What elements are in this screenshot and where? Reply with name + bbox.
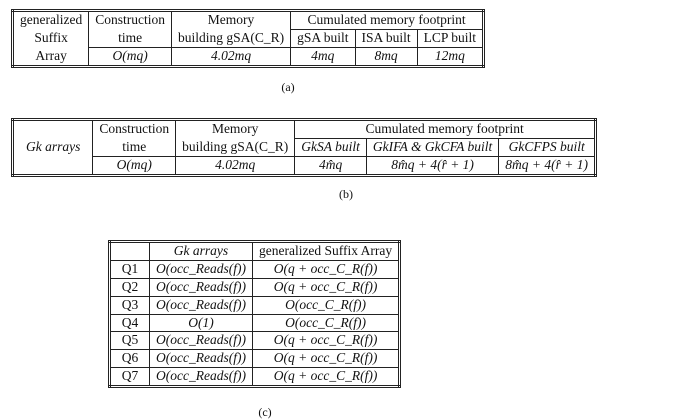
b-value-gksa: 4m̂q <box>294 155 367 176</box>
c-gsa-complexity: O(q + occ_C_R(f)) <box>251 331 401 351</box>
b-sub-gkcfps: GkCFPS built <box>498 137 596 157</box>
c-gk-complexity: O(occ_Reads(f)) <box>149 367 253 387</box>
c-header-empty <box>109 241 150 261</box>
caption-c: (c) <box>258 405 272 419</box>
table-row: Q7 O(occ_Reads(f)) O(q + occ_C_R(f)) <box>109 367 401 387</box>
c-gsa-complexity: O(occ_C_R(f)) <box>251 313 401 333</box>
b-sub-gksa: GkSA built <box>294 137 367 157</box>
a-value-isa: 8mq <box>354 46 418 67</box>
c-query-label: Q2 <box>109 277 150 297</box>
c-gk-complexity: O(1) <box>149 313 253 333</box>
a-value-memory: 4.02mq <box>170 46 292 67</box>
c-header-row: Gk arrays generalized Suffix Array <box>109 241 401 261</box>
c-query-label: Q4 <box>109 313 150 333</box>
c-gsa-complexity: O(q + occ_C_R(f)) <box>251 277 401 297</box>
table-row: Q6 O(occ_Reads(f)) O(q + occ_C_R(f)) <box>109 349 401 369</box>
a-memory-line1: Memory <box>170 10 292 30</box>
b-construction-line2: time <box>92 138 177 157</box>
c-query-label: Q7 <box>109 367 150 387</box>
c-gk-complexity: O(occ_Reads(f)) <box>149 295 253 315</box>
b-sub-gkifa-gkcfa: GkIFA & GkCFA built <box>365 137 500 157</box>
c-gsa-complexity: O(occ_C_R(f)) <box>251 295 401 315</box>
c-gsa-complexity: O(q + occ_C_R(f)) <box>251 349 401 369</box>
table-a: generalized Construction Memory Cumulate… <box>11 9 486 68</box>
c-query-label: Q6 <box>109 349 150 369</box>
c-gk-complexity: O(occ_Reads(f)) <box>149 349 253 369</box>
b-value-gkcfps: 8m̂q + 4(r̂ + 1) <box>498 155 596 176</box>
b-value-gkifa-gkcfa: 8m̂q + 4(r̂ + 1) <box>365 155 500 176</box>
table-row: Q3 O(occ_Reads(f)) O(occ_C_R(f)) <box>109 295 401 315</box>
table-b: Gk arrays Construction Memory Cumulated … <box>11 118 597 177</box>
c-query-label: Q5 <box>109 331 150 351</box>
table-row: Q2 O(occ_Reads(f)) O(q + occ_C_R(f)) <box>109 277 401 297</box>
c-gk-complexity: O(occ_Reads(f)) <box>149 331 253 351</box>
a-construction-line2: time <box>88 29 172 48</box>
a-sub-isa: ISA built <box>354 28 418 48</box>
a-value-construction: O(mq) <box>88 46 172 67</box>
b-head-col1: Gk arrays <box>11 119 94 176</box>
c-query-label: Q3 <box>109 295 150 315</box>
a-construction-line1: Construction <box>88 10 172 30</box>
a-sub-gsa: gSA built <box>290 28 356 48</box>
table-c: Gk arrays generalized Suffix Array Q1 O(… <box>108 240 402 388</box>
b-value-construction: O(mq) <box>92 155 177 176</box>
c-header-gk-arrays: Gk arrays <box>149 241 253 261</box>
caption-a: (a) <box>281 80 295 94</box>
table-row: Q1 O(occ_Reads(f)) O(q + occ_C_R(f)) <box>109 259 401 279</box>
a-head-col1-line1: generalized <box>11 10 90 30</box>
a-cumulated-header: Cumulated memory footprint <box>290 10 485 30</box>
table-row: Q5 O(occ_Reads(f)) O(q + occ_C_R(f)) <box>109 331 401 351</box>
a-memory-line2: building gSA(C_R) <box>170 29 292 48</box>
c-gk-complexity: O(occ_Reads(f)) <box>149 277 253 297</box>
caption-b: (b) <box>339 187 353 201</box>
b-construction-line1: Construction <box>92 119 177 139</box>
a-sub-lcp: LCP built <box>416 28 485 48</box>
c-query-label: Q1 <box>109 259 150 279</box>
b-memory-line1: Memory <box>175 119 296 139</box>
b-value-memory: 4.02mq <box>175 155 296 176</box>
c-header-gsa: generalized Suffix Array <box>251 241 401 261</box>
a-head-col1-line2: Suffix <box>11 29 90 48</box>
table-row: Q4 O(1) O(occ_C_R(f)) <box>109 313 401 333</box>
b-cumulated-header: Cumulated memory footprint <box>294 119 596 139</box>
b-memory-line2: building gSA(C_R) <box>175 138 296 157</box>
a-value-lcp: 12mq <box>416 46 485 67</box>
a-value-gsa: 4mq <box>290 46 356 67</box>
c-gsa-complexity: O(q + occ_C_R(f)) <box>251 367 401 387</box>
c-gk-complexity: O(occ_Reads(f)) <box>149 259 253 279</box>
c-gsa-complexity: O(q + occ_C_R(f)) <box>251 259 401 279</box>
a-head-col1-line3: Array <box>11 47 90 67</box>
